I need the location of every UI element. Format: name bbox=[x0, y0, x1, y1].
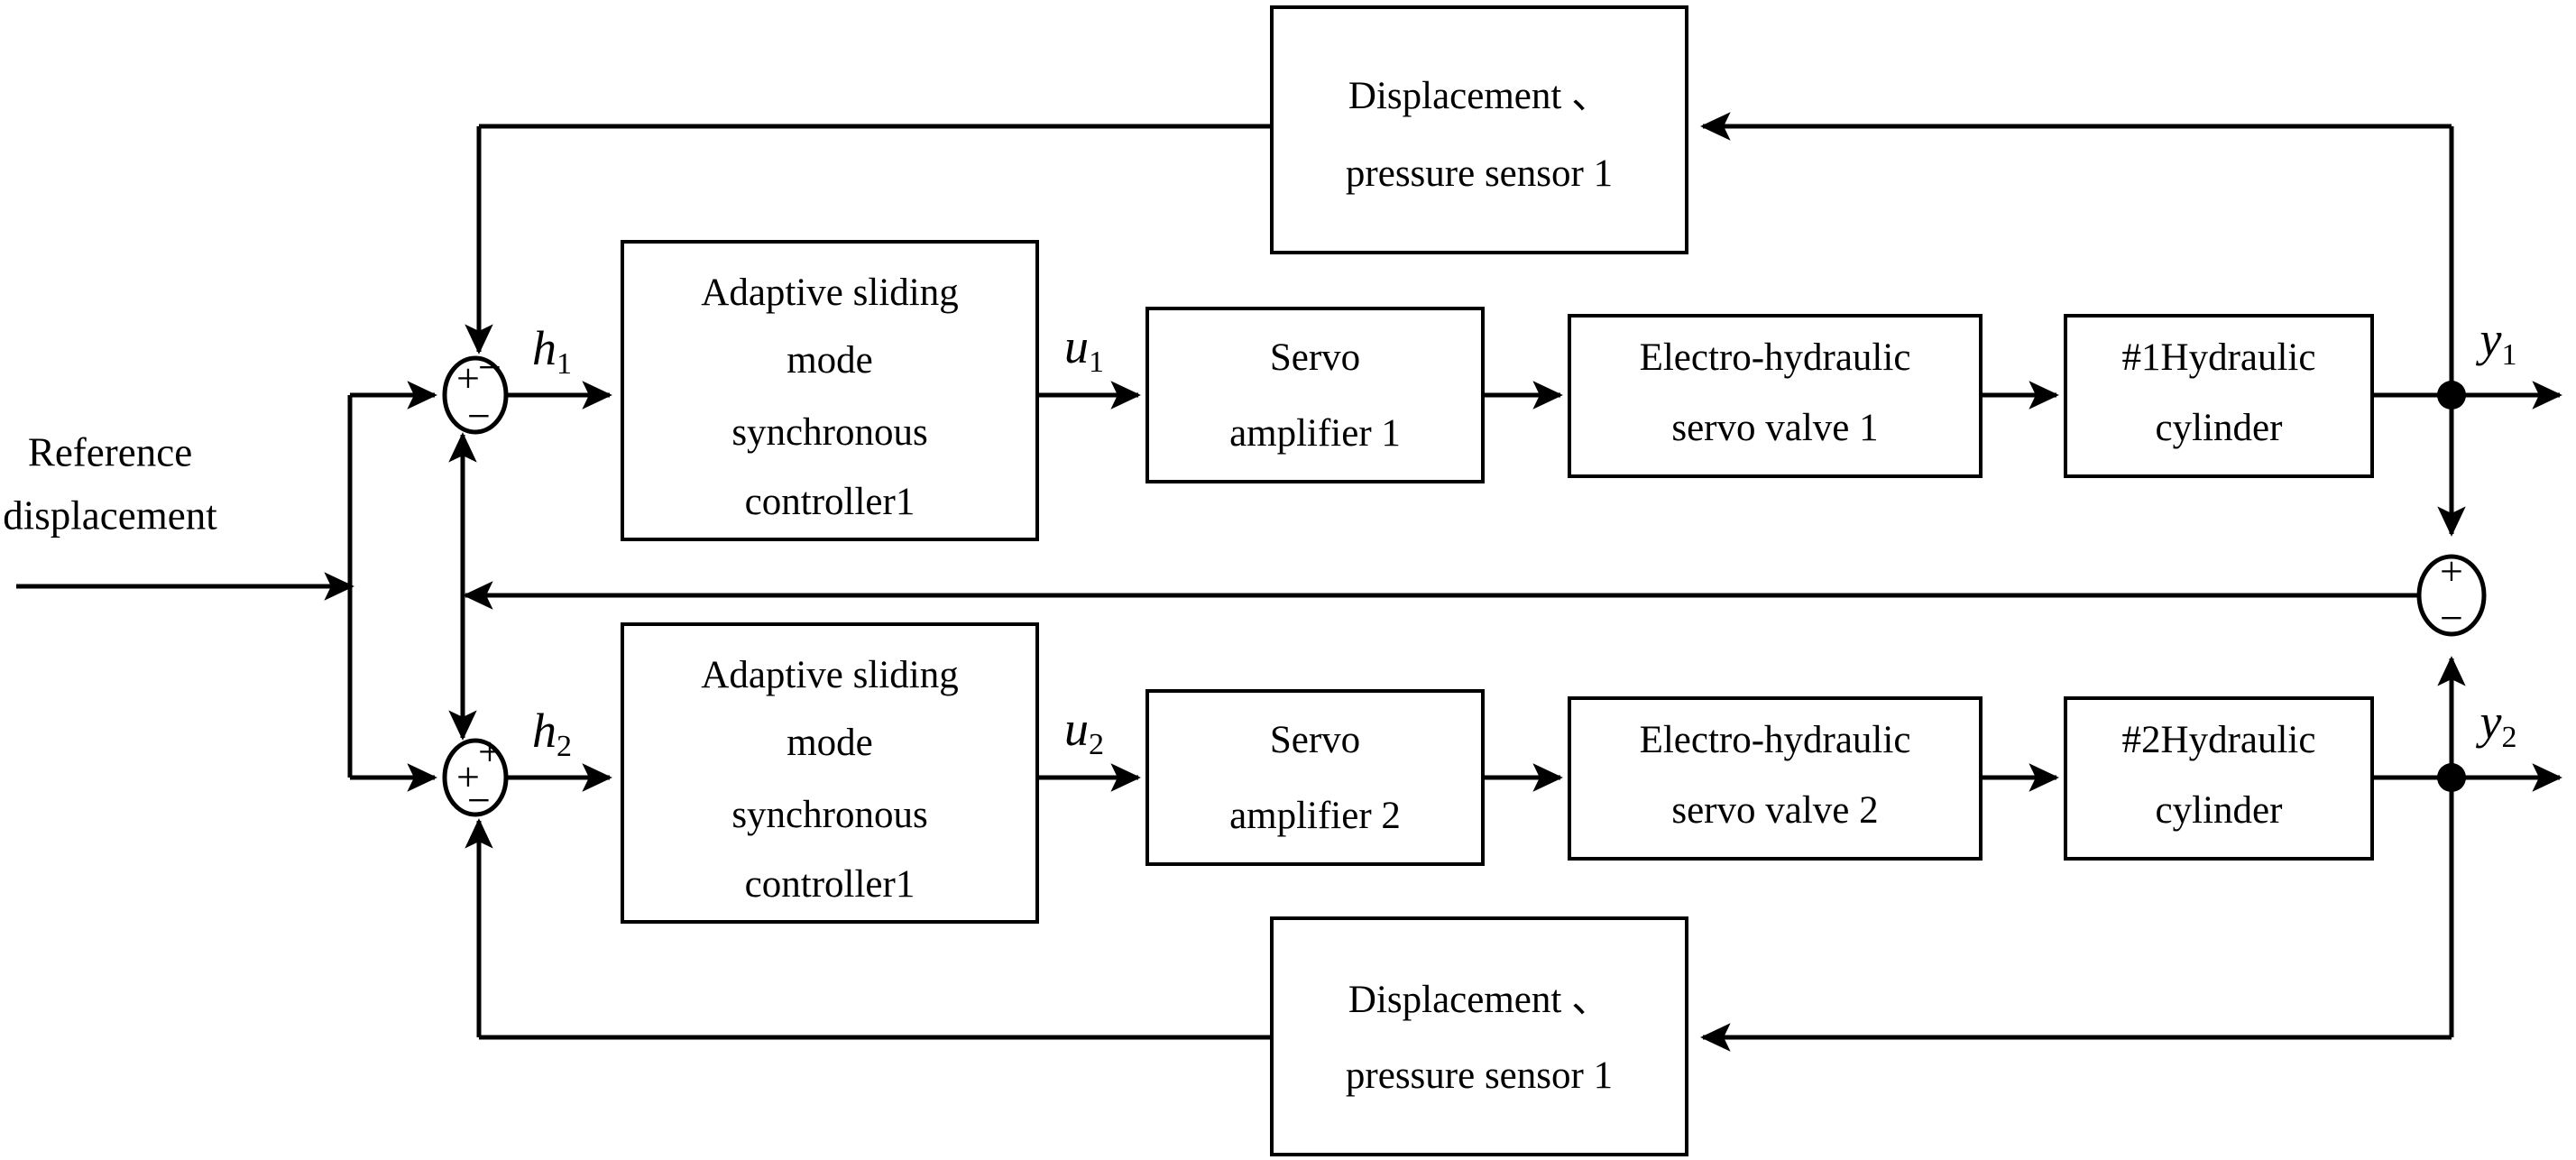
hydraulic-cylinder-block-1[interactable]: #1Hydraulic cylinder bbox=[2064, 314, 2374, 478]
hydraulic-cylinder-1-rect bbox=[2064, 314, 2374, 478]
sensor-block-2[interactable]: Displacement 、 pressure sensor 1 bbox=[1270, 916, 1688, 1156]
feedback-wires-1 bbox=[465, 124, 1272, 354]
cylinder-2-line2: cylinder bbox=[2156, 789, 2283, 832]
sync-error-sum-junction[interactable]: + − bbox=[2416, 548, 2487, 641]
reference-displacement-line2: displacement bbox=[3, 493, 217, 538]
cylinder-1-line1: #1Hydraulic bbox=[2122, 336, 2316, 379]
valve-2-line2: servo valve 2 bbox=[1671, 789, 1878, 832]
controller-block-1[interactable]: Adaptive sliding mode synchronous contro… bbox=[621, 240, 1039, 541]
sync-sum-sign-top: + bbox=[2440, 548, 2463, 594]
sensor-2-rect bbox=[1270, 916, 1688, 1156]
sum2-sign-left: + bbox=[456, 754, 480, 800]
servo-valve-block-2[interactable]: Electro-hydraulic servo valve 2 bbox=[1568, 696, 1983, 861]
sync-sum-sign-bottom: − bbox=[2440, 595, 2463, 641]
label-u1: u1 bbox=[1064, 319, 1104, 378]
output-wires-2 bbox=[1700, 656, 2562, 1052]
label-y2: y2 bbox=[2476, 695, 2517, 753]
controller-2-line2: mode bbox=[787, 722, 873, 764]
sum1-sign-top: − bbox=[478, 345, 501, 391]
controller-1-line3: synchronous bbox=[731, 411, 927, 454]
servo-valve-1-rect bbox=[1568, 314, 1983, 478]
amplifier-1-line1: Servo bbox=[1270, 336, 1360, 379]
controller-1-line4: controller1 bbox=[745, 481, 915, 523]
reference-displacement-line1: Reference bbox=[28, 429, 192, 474]
amplifier-2-line1: Servo bbox=[1270, 719, 1360, 761]
label-h1: h1 bbox=[532, 321, 572, 380]
valve-2-line1: Electro-hydraulic bbox=[1640, 719, 1911, 761]
controller-1-line2: mode bbox=[787, 339, 873, 382]
controller-2-line4: controller1 bbox=[745, 863, 915, 906]
controller-block-2[interactable]: Adaptive sliding mode synchronous contro… bbox=[621, 622, 1039, 924]
input-wires bbox=[16, 381, 437, 792]
servo-amplifier-1-rect bbox=[1145, 307, 1485, 483]
label-h2: h2 bbox=[532, 704, 572, 762]
amplifier-1-line2: amplifier 1 bbox=[1229, 412, 1401, 455]
label-u2: u2 bbox=[1064, 702, 1104, 760]
hydraulic-cylinder-block-2[interactable]: #2Hydraulic cylinder bbox=[2064, 696, 2374, 861]
sum2-sign-bottom: − bbox=[467, 778, 491, 824]
controller-block-2-rect bbox=[621, 622, 1039, 924]
servo-valve-block-1[interactable]: Electro-hydraulic servo valve 1 bbox=[1568, 314, 1983, 478]
servo-amplifier-block-1[interactable]: Servo amplifier 1 bbox=[1145, 307, 1485, 483]
controller-1-line1: Adaptive sliding bbox=[701, 272, 958, 314]
controller-block-1-rect bbox=[621, 240, 1039, 541]
valve-1-line1: Electro-hydraulic bbox=[1640, 336, 1911, 379]
sensor-2-line2: pressure sensor 1 bbox=[1346, 1054, 1613, 1097]
cylinder-1-line2: cylinder bbox=[2156, 407, 2283, 449]
sum1-sign-bottom: − bbox=[467, 393, 491, 439]
output-wires-1 bbox=[1700, 112, 2562, 537]
sum-junction-2[interactable]: + + − bbox=[442, 729, 509, 824]
sensor-1-line1: Displacement 、 bbox=[1348, 75, 1610, 117]
sensor-1-rect bbox=[1270, 5, 1688, 254]
sensor-2-line1: Displacement 、 bbox=[1348, 979, 1610, 1021]
feedback-wires-2 bbox=[465, 818, 1272, 1040]
servo-amplifier-2-rect bbox=[1145, 689, 1485, 866]
servo-valve-2-rect bbox=[1568, 696, 1983, 861]
label-y1: y1 bbox=[2476, 312, 2517, 371]
sync-error-wires bbox=[448, 432, 2419, 741]
valve-1-line2: servo valve 1 bbox=[1671, 407, 1878, 449]
sensor-1-line2: pressure sensor 1 bbox=[1346, 152, 1613, 195]
cylinder-2-line1: #2Hydraulic bbox=[2122, 719, 2316, 761]
sum1-sign-left: + bbox=[456, 355, 480, 401]
sum2-sign-top: + bbox=[478, 729, 501, 775]
controller-2-line3: synchronous bbox=[731, 794, 927, 836]
controller-2-line1: Adaptive sliding bbox=[701, 654, 958, 696]
servo-amplifier-block-2[interactable]: Servo amplifier 2 bbox=[1145, 689, 1485, 866]
amplifier-2-line2: amplifier 2 bbox=[1229, 795, 1401, 837]
sum-junction-1[interactable]: + − − bbox=[442, 345, 509, 439]
sensor-block-1[interactable]: Displacement 、 pressure sensor 1 bbox=[1270, 5, 1688, 254]
